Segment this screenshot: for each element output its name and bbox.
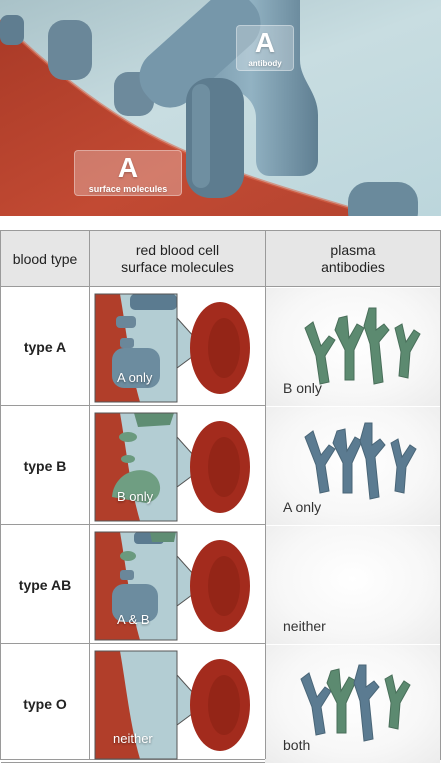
column-divider xyxy=(89,231,90,759)
header-surface-molecules: red blood cell surface molecules xyxy=(121,242,234,275)
table-row-type-ab: type AB A & B neither xyxy=(1,526,440,644)
table-header: blood type red blood cell surface molecu… xyxy=(1,231,440,287)
hero-illustration: A antibody A surface molecules xyxy=(0,0,441,216)
surface-molecule-a xyxy=(48,20,92,80)
surface-molecules-image xyxy=(94,531,250,641)
surface-letter: A xyxy=(117,152,139,183)
antibodies-cell xyxy=(265,645,440,763)
antibodies-caption: B only xyxy=(283,380,322,396)
antibody-label: antibody xyxy=(248,59,282,68)
surface-caption: B only xyxy=(117,489,154,504)
antibodies-image-both xyxy=(300,664,411,742)
blood-type-label: type B xyxy=(23,458,67,474)
blood-type-table: blood type red blood cell surface molecu… xyxy=(0,230,441,763)
table-row-type-a: type A A only B only xyxy=(1,288,440,406)
surface-molecules-label-box: A surface molecules xyxy=(74,150,182,196)
antibody-binding-illustration xyxy=(0,0,418,216)
surface-molecules-image xyxy=(94,650,250,760)
surface-molecules-image xyxy=(94,412,250,522)
blood-type-label: type AB xyxy=(18,577,72,593)
column-divider xyxy=(265,231,266,759)
antibodies-caption: both xyxy=(283,737,311,753)
table-row-type-o: type O neither both xyxy=(1,645,440,763)
blood-type-label: type A xyxy=(23,339,67,355)
surface-caption: A only xyxy=(117,370,153,385)
antibodies-image-a xyxy=(304,422,417,500)
antibody-letter: A xyxy=(254,27,276,58)
table-row-type-b: type B B only A only xyxy=(1,407,440,525)
antibody-label-box: A antibody xyxy=(236,25,294,71)
surface-caption: neither xyxy=(113,731,153,746)
header-blood-type: blood type xyxy=(12,250,78,267)
antibodies-caption: neither xyxy=(283,618,326,634)
surface-molecules-label: surface molecules xyxy=(88,184,168,194)
antibodies-image-b xyxy=(304,307,421,385)
blood-type-label: type O xyxy=(23,696,67,712)
antibodies-cell xyxy=(265,526,440,644)
surface-caption: A & B xyxy=(117,612,150,627)
header-plasma-antibodies: plasma antibodies xyxy=(321,242,385,275)
antibodies-caption: A only xyxy=(283,499,322,515)
surface-molecules-image xyxy=(94,293,250,403)
